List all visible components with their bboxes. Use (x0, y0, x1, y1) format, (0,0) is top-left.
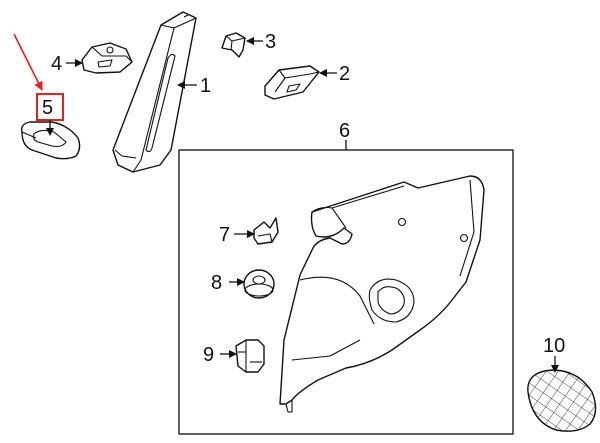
callout-10: 10 (543, 335, 565, 357)
callout-9: 9 (203, 344, 214, 366)
callout-1: 1 (200, 75, 211, 97)
callout-7: 7 (219, 224, 230, 246)
part-8-grommet (243, 269, 275, 299)
part-1-pillar-trim (112, 11, 197, 173)
callout-2: 2 (339, 63, 350, 85)
highlight-pointer-arrow (13, 33, 43, 91)
part-7-push-clip (253, 217, 279, 245)
callout-6: 6 (339, 120, 350, 142)
part-2-bracket (264, 65, 320, 100)
callout-8: 8 (211, 272, 222, 294)
part-9-retainer-clip (235, 339, 265, 373)
callout-5: 5 (42, 97, 53, 119)
callout-3: 3 (265, 31, 276, 53)
part-5-trim-cap (20, 121, 81, 160)
callout-4: 4 (51, 53, 62, 75)
part-3-clip (221, 32, 246, 58)
part-10-mesh-pad (527, 369, 597, 432)
part-4-cover (81, 42, 133, 74)
part-6-quarter-trim-panel (279, 175, 485, 413)
